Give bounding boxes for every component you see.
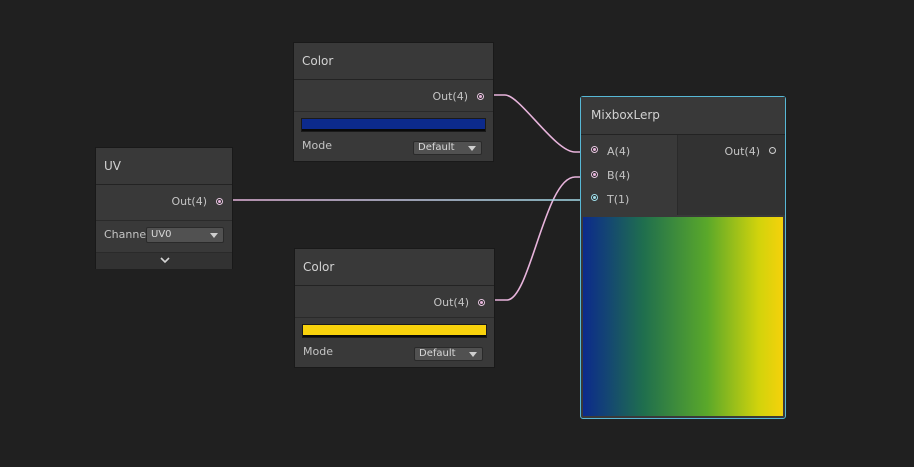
mixbox-input-a-label: A(4): [607, 145, 631, 158]
mixbox-input-panel: A(4) B(4) T(1): [581, 135, 678, 215]
color-bottom-mode-label: Mode: [303, 345, 333, 358]
color-bottom-title: Color: [295, 249, 494, 286]
dropdown-arrow-icon: [468, 146, 476, 151]
color-bottom-separator: [295, 317, 494, 318]
uv-channel-dropdown[interactable]: UV0: [146, 227, 224, 243]
mixbox-output-label: Out(4): [724, 145, 760, 158]
mixbox-input-t-port[interactable]: [591, 194, 598, 201]
dropdown-arrow-icon: [210, 233, 218, 238]
uv-footer-separator: [96, 252, 232, 253]
color-bottom-output-port[interactable]: [478, 299, 485, 306]
color-top-mode-label: Mode: [302, 139, 332, 152]
mixbox-output-panel: Out(4): [678, 135, 785, 215]
color-bottom-output-label: Out(4): [433, 296, 469, 309]
color-top-swatch[interactable]: [301, 118, 486, 132]
color-bottom-output-row: Out(4): [293, 292, 494, 314]
uv-channel-value: UV0: [151, 229, 172, 240]
uv-output-label: Out(4): [171, 195, 207, 208]
uv-node[interactable]: UV Out(4) Channe UV0: [95, 147, 233, 269]
mixbox-title: MixboxLerp: [581, 97, 785, 135]
uv-expand-button[interactable]: [96, 253, 232, 269]
color-top-title: Color: [294, 43, 493, 80]
mixbox-input-b-port[interactable]: [591, 171, 598, 178]
uv-channel-label: Channe: [104, 228, 147, 241]
color-top-output-label: Out(4): [432, 90, 468, 103]
color-bottom-mode-dropdown[interactable]: Default: [414, 347, 483, 361]
mixbox-input-b-label: B(4): [607, 169, 631, 182]
color-node-bottom[interactable]: Color Out(4) Mode Default: [294, 248, 495, 368]
color-top-mode-value: Default: [418, 142, 455, 153]
color-top-separator: [294, 111, 493, 112]
mixbox-input-t-label: T(1): [607, 193, 630, 206]
uv-output-port[interactable]: [216, 198, 223, 205]
color-top-output-row: Out(4): [292, 86, 493, 108]
chevron-down-icon: [160, 257, 170, 264]
dropdown-arrow-icon: [469, 352, 477, 357]
color-top-mode-dropdown[interactable]: Default: [413, 141, 482, 155]
mixbox-output-port[interactable]: [769, 147, 776, 154]
uv-output-row: Out(4): [94, 191, 232, 213]
wire-color-bottom-to-b: [485, 176, 594, 301]
mixbox-lerp-node[interactable]: MixboxLerp A(4) B(4) T(1) Out(4): [580, 96, 786, 419]
color-bottom-mode-value: Default: [419, 348, 456, 359]
mixbox-input-a-port[interactable]: [591, 146, 598, 153]
color-node-top[interactable]: Color Out(4) Mode Default: [293, 42, 494, 162]
color-bottom-swatch[interactable]: [302, 324, 487, 338]
uv-separator: [96, 220, 232, 221]
mixbox-preview: [583, 217, 783, 416]
color-top-output-port[interactable]: [477, 93, 484, 100]
wire-color-top-to-a: [484, 94, 594, 153]
uv-node-title: UV: [96, 148, 232, 185]
